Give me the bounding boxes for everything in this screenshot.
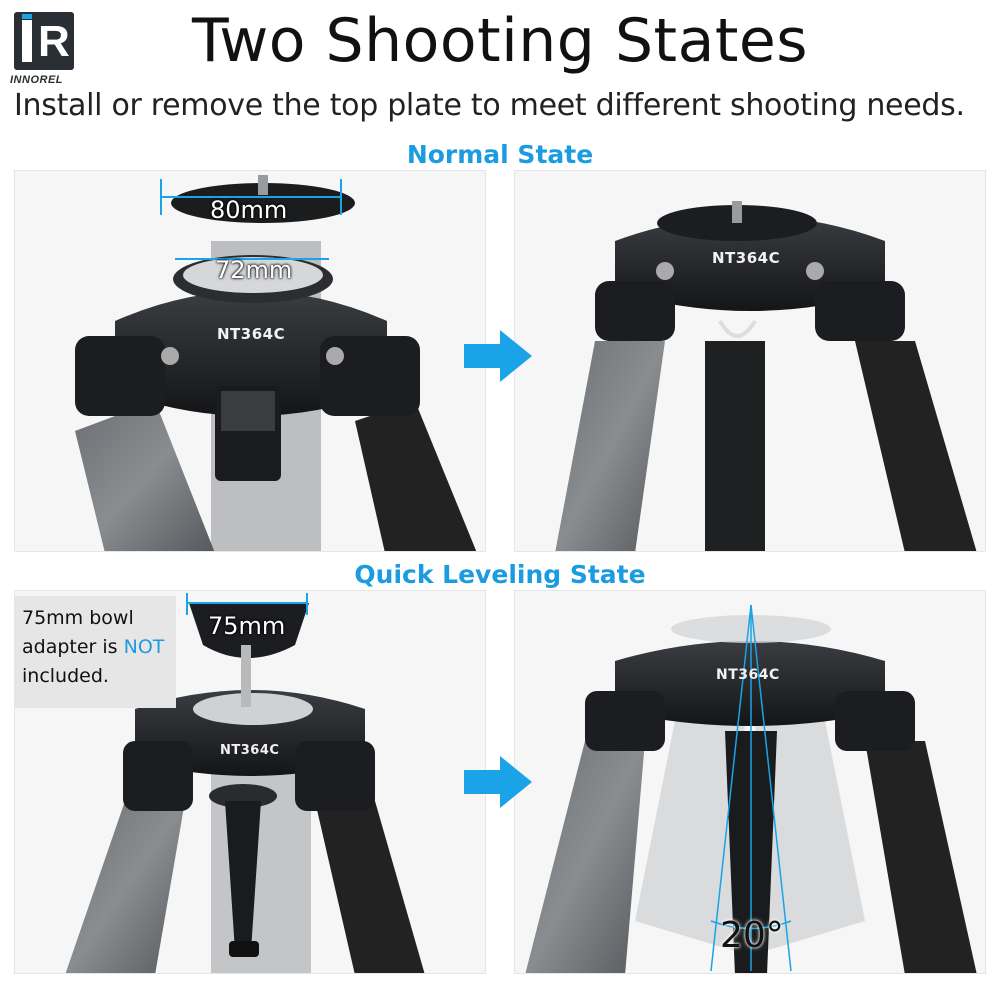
innorel-logo-icon: R	[14, 12, 74, 70]
panel-quick-disassembled	[14, 590, 486, 974]
right-arrow-icon	[456, 326, 536, 386]
section-label-normal: Normal State	[406, 140, 594, 169]
plate-diameter-label: 80mm	[210, 196, 288, 224]
model-engraving: NT364C	[217, 325, 286, 343]
adapter-diameter-label: 75mm	[208, 612, 286, 640]
tripod-assembled-illustration	[555, 201, 977, 551]
panel-normal-disassembled	[14, 170, 486, 552]
tripod-bowl-adapter-illustration	[65, 593, 425, 973]
brand-logo: R INNOREL	[10, 8, 88, 88]
model-engraving: NT364C	[712, 249, 781, 267]
tripod-exploded-illustration	[75, 175, 477, 551]
right-arrow-icon	[456, 752, 536, 812]
brand-name: INNOREL	[10, 74, 63, 86]
page-title: Two Shooting States	[191, 6, 809, 76]
bowl-diameter-label: 72mm	[215, 256, 293, 284]
panel-quick-assembled	[514, 590, 986, 974]
tilt-angle-label: 20°	[720, 915, 784, 956]
panel-normal-assembled	[514, 170, 986, 552]
note-text-after: included.	[22, 665, 109, 687]
note-highlight: NOT	[123, 636, 165, 658]
note-text-before: 75mm bowl adapter is	[22, 607, 134, 658]
model-engraving: NT364C	[716, 667, 780, 683]
adapter-note: 75mm bowl adapter is NOT included.	[14, 596, 176, 708]
tripod-tilt-illustration	[525, 604, 977, 973]
model-engraving: NT364C	[220, 743, 280, 758]
section-label-quick: Quick Leveling State	[354, 560, 646, 589]
page-subtitle: Install or remove the top plate to meet …	[14, 88, 965, 123]
